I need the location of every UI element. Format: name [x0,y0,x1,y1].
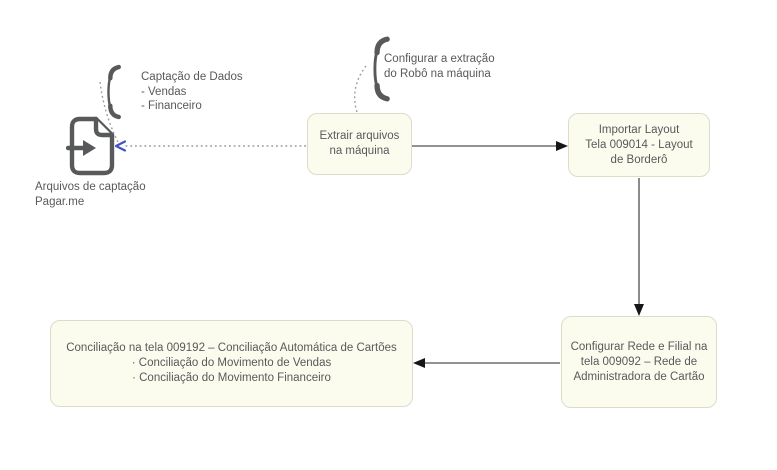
file-import-icon [66,116,115,176]
label-line: Pagar.me [35,195,85,208]
annotation-line: do Robô na máquina [384,67,491,80]
label-line: Arquivos de captação [35,181,146,193]
annotation-line: - Financeiro [141,100,202,112]
file-icon-label: Arquivos de captação Pagar.me [35,180,146,209]
dotted-connector-brace-robot [354,65,367,113]
annotation-captacao: Captação de Dados - Vendas - Financeiro [141,70,243,114]
annotation-line: Configurar a extração [384,53,495,65]
curly-brace-icon-robot [373,36,390,102]
node-label-line: · Conciliação do Movimento Financeiro [132,372,331,384]
node-label-line: tela 009092 – Rede de [580,355,698,368]
curly-brace-icon-capture [107,64,121,120]
node-label-line: de Borderô [610,153,668,166]
node-label-line: Tela 009014 - Layout [585,138,693,151]
flow-node-importar-layout: Importar Layout Tela 009014 - Layout de … [568,113,710,177]
node-label-line: Extrair arquivos [319,130,400,142]
annotation-line: Captação de Dados [141,71,243,83]
node-label-line: Administradora de Cartão [573,370,705,383]
flow-node-conciliacao: Conciliação na tela 009192 – Conciliação… [50,320,413,407]
dotted-connector-extract-to-file [114,140,306,152]
node-label-line: na máquina [329,145,390,157]
node-label-line: Importar Layout [598,123,680,136]
arrow-configure-to-conciliation [413,358,560,368]
flow-node-configurar-rede: Configurar Rede e Filial na tela 009092 … [561,316,717,408]
annotation-line: - Vendas [141,85,187,98]
arrow-extract-to-import [412,141,568,151]
node-label-line: · Conciliação do Movimento de Vendas [131,357,332,369]
flow-node-extrair-arquivos: Extrair arquivos na máquina [307,113,412,175]
arrow-import-to-configure [634,178,644,316]
annotation-robo: Configurar a extração do Robô na máquina [384,52,495,81]
node-label-line: Conciliação na tela 009192 – Conciliação… [66,342,397,354]
node-label-line: Configurar Rede e Filial na [570,340,708,353]
